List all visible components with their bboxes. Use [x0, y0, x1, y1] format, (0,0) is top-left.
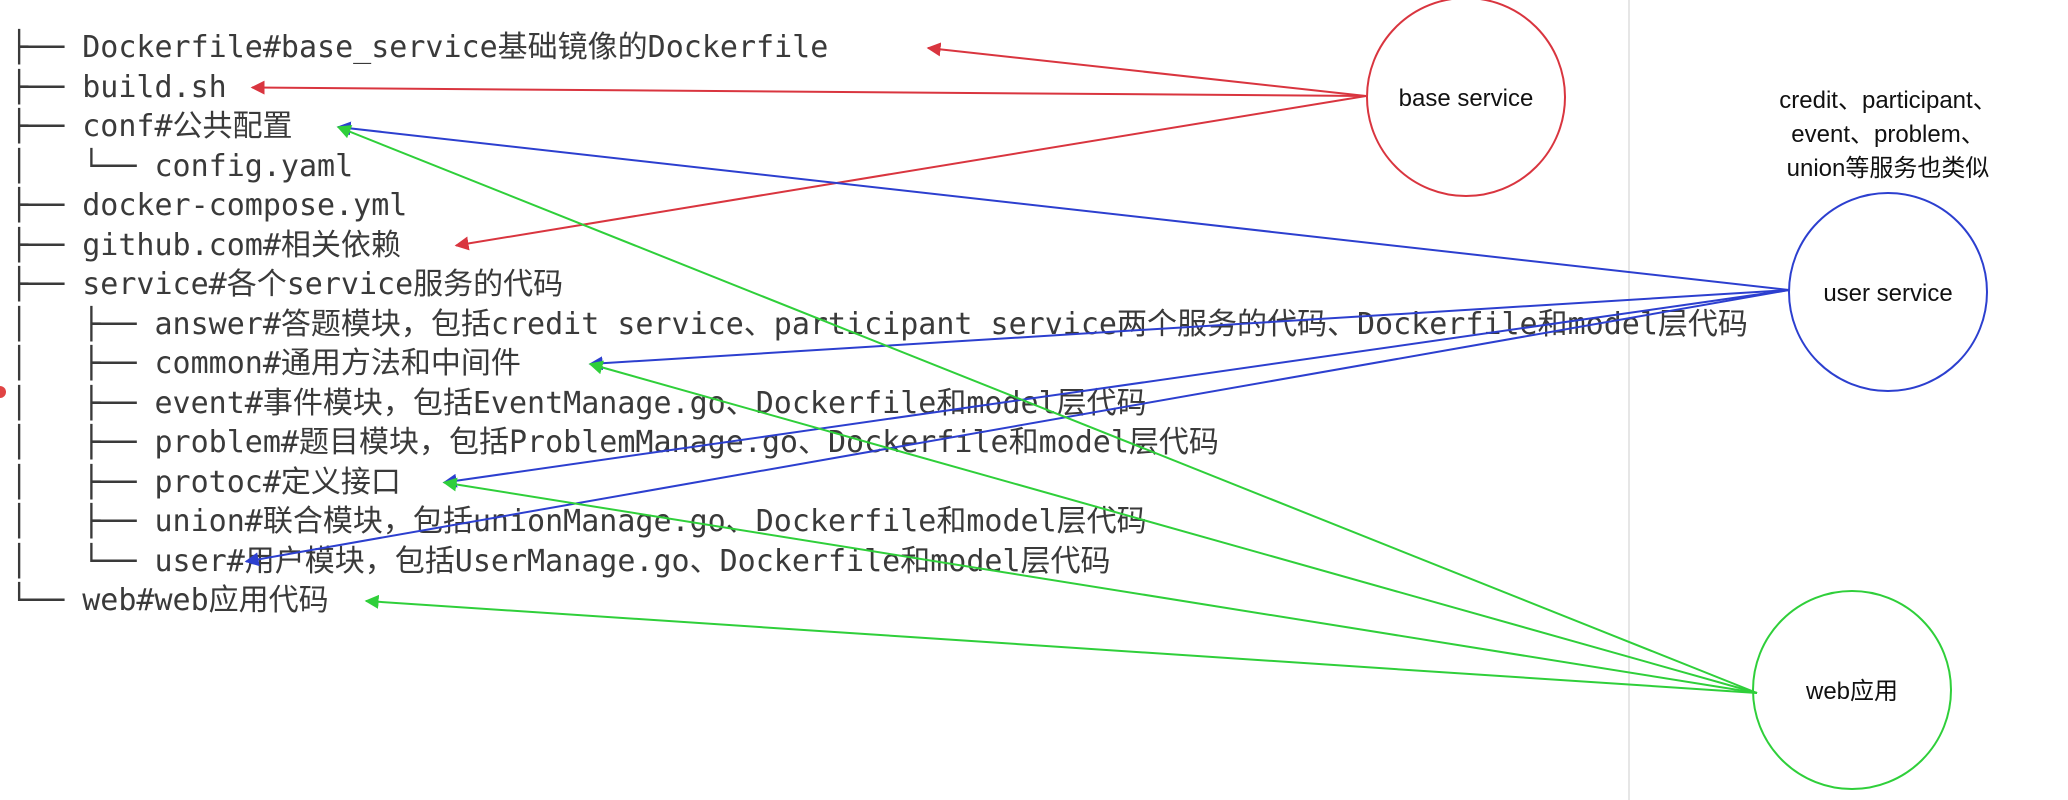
- user-service-label: user service: [1823, 280, 1952, 307]
- tree-row-answer: │ ├── answer#答题模块，包括credit service、parti…: [10, 306, 1748, 342]
- base-service-label: base service: [1399, 85, 1534, 112]
- tree-row-union: │ ├── union#联合模块，包括unionManage.go、Docker…: [10, 504, 1147, 539]
- window-edge-marker: [0, 386, 6, 398]
- base-service-node: [1366, 0, 1566, 197]
- note-line: event、problem、: [1791, 121, 1984, 148]
- note-line: credit、participant、: [1779, 87, 1996, 114]
- edge-base-to-github: [454, 95, 1367, 251]
- tree-row-dockerfile: ├── Dockerfile#base_service基础镜像的Dockerfi…: [10, 30, 829, 65]
- user-service-node: [1788, 192, 1988, 392]
- edge-web-to-web: [364, 594, 1758, 694]
- tree-row-compose: ├── docker-compose.yml: [10, 188, 408, 223]
- edge-web-to-conf: [336, 125, 1758, 694]
- panel-divider: [1628, 0, 1630, 800]
- tree-row-common: │ ├── common#通用方法和中间件: [10, 346, 521, 381]
- edge-web-to-common: [588, 360, 1758, 694]
- tree-row-web: └── web#web应用代码: [10, 583, 329, 618]
- edge-base-to-build: [250, 80, 1367, 97]
- edge-base-to-dockerfile: [926, 42, 1367, 97]
- tree-row-conf: ├── conf#公共配置: [10, 109, 293, 144]
- edge-user-to-user: [244, 289, 1790, 567]
- tree-row-config: │ └── config.yaml: [10, 148, 354, 184]
- tree-row-event: │ ├── event#事件模块，包括EventManage.go、Docker…: [10, 385, 1147, 421]
- tree-row-github: ├── github.com#相关依赖: [10, 227, 401, 263]
- tree-row-problem: │ ├── problem#题目模块，包括ProblemManage.go、Do…: [10, 425, 1219, 460]
- edge-web-to-protoc: [442, 477, 1758, 694]
- note-line: union等服务也类似: [1787, 155, 1990, 182]
- tree-row-service: ├── service#各个service服务的代码: [10, 267, 564, 302]
- edge-user-to-protoc: [442, 289, 1790, 488]
- edges-layer: [244, 42, 1790, 694]
- edge-user-to-conf: [336, 121, 1790, 291]
- web-app-label: web应用: [1805, 678, 1898, 705]
- tree-row-protoc: │ ├── protoc#定义接口: [10, 464, 401, 500]
- edge-user-to-common: [588, 289, 1790, 371]
- similar-services-note: credit、participant、 event、problem、 union…: [1779, 87, 1996, 182]
- tree-row-build: ├── build.sh: [10, 69, 227, 105]
- nodes-layer: base service user service web应用: [1366, 0, 1988, 790]
- web-app-node: [1752, 590, 1952, 790]
